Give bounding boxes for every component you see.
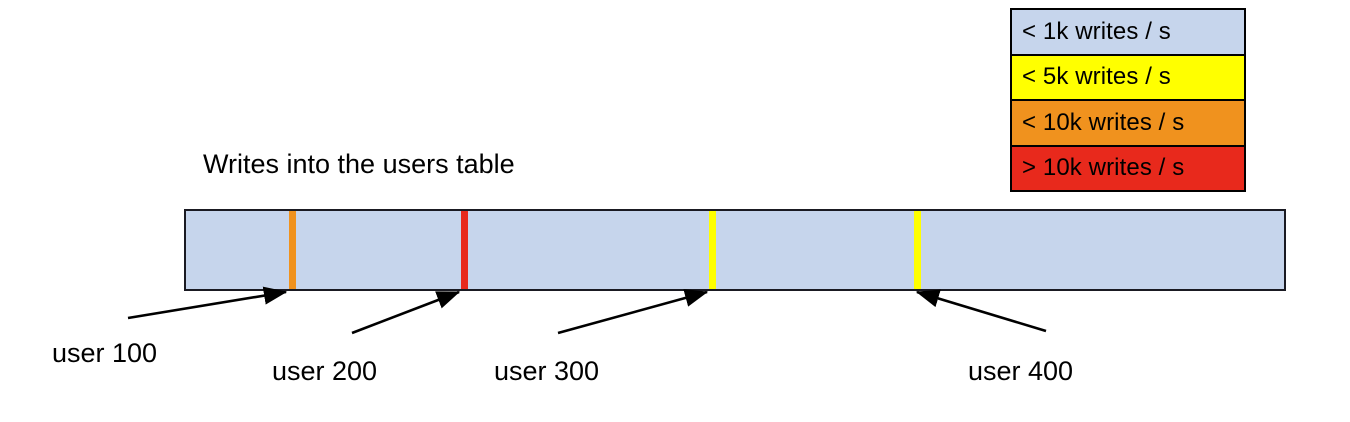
callout-arrow-user-400	[915, 289, 1047, 333]
legend-label-over-10k: > 10k writes / s	[1022, 154, 1185, 182]
bar-marker-user-200	[461, 211, 468, 289]
legend-row-over-10k: > 10k writes / s	[1012, 146, 1244, 190]
callout-arrow-user-100	[127, 286, 288, 320]
legend-label-under-10k: < 10k writes / s	[1022, 108, 1185, 136]
legend-row-under-5k: < 5k writes / s	[1012, 55, 1244, 101]
legend-label-under-1k: < 1k writes / s	[1022, 17, 1171, 45]
bar-marker-user-400	[914, 211, 921, 289]
callout-label-user-200: user 200	[272, 356, 378, 386]
legend-row-under-1k: < 1k writes / s	[1012, 10, 1244, 56]
chart-title: Writes into the users table	[203, 149, 515, 179]
callout-arrow-user-200	[351, 290, 461, 335]
legend-label-under-5k: < 5k writes / s	[1022, 63, 1171, 91]
writes-rate-legend: < 1k writes / s < 5k writes / s < 10k wr…	[1010, 8, 1246, 192]
callout-label-user-300: user 300	[494, 356, 600, 386]
bar-marker-user-100	[289, 211, 296, 289]
callout-label-user-100: user 100	[52, 338, 158, 368]
callout-arrow-user-300	[557, 289, 709, 335]
users-table-keyspace-bar	[184, 209, 1286, 291]
callout-label-user-400: user 400	[968, 356, 1074, 386]
legend-row-under-10k: < 10k writes / s	[1012, 101, 1244, 147]
bar-marker-user-300	[709, 211, 716, 289]
